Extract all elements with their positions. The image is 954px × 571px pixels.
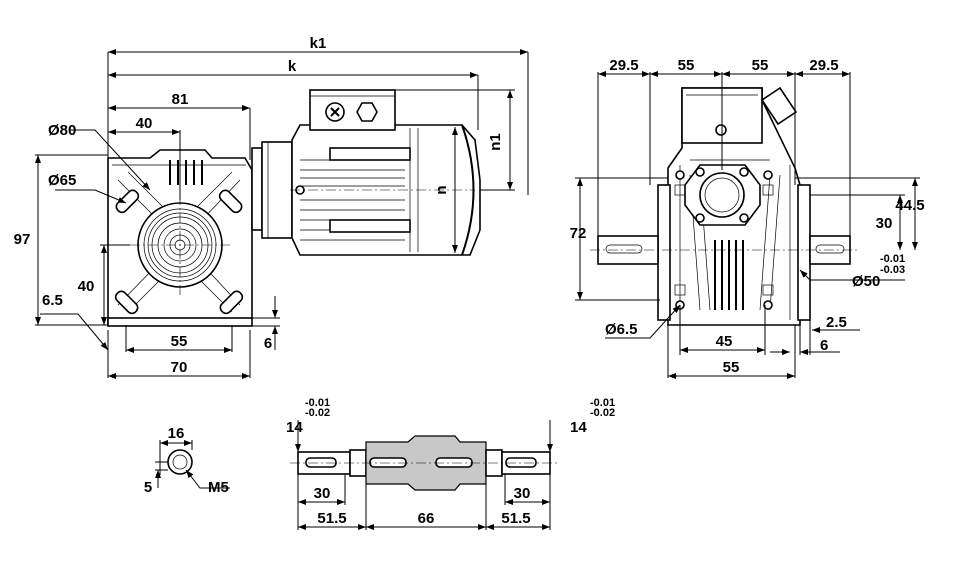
dim-6-front: 6	[820, 337, 828, 354]
dim-45: 45	[716, 333, 733, 350]
dim-k1: k1	[310, 35, 327, 52]
terminal-box	[309, 89, 396, 131]
dim-6: 6	[264, 335, 272, 352]
dim-2-5: 2.5	[826, 314, 847, 331]
dim-51-5-left: 51.5	[317, 510, 346, 527]
side-dimensions: k1 k 81 40 Ø80 Ø65 97 40	[14, 35, 529, 379]
dim-16: 16	[168, 425, 185, 442]
dim-29-5-left: 29.5	[609, 57, 638, 74]
dim-55-left: 55	[678, 57, 695, 74]
dim-51-5-right: 51.5	[501, 510, 530, 527]
motor-flange	[251, 141, 293, 239]
tol-right-lower: -0.02	[590, 407, 615, 419]
dim-44-5: 44.5	[895, 197, 924, 214]
dim-dia80: Ø80	[48, 122, 76, 139]
dim-k: k	[288, 58, 297, 75]
gearbox-housing	[107, 149, 253, 327]
output-shafts	[590, 235, 860, 265]
tapped-hole-detail: 16 5 M5	[144, 425, 230, 496]
output-bore	[130, 195, 230, 295]
tol-upper: -0.01	[880, 253, 905, 265]
dim-5: 5	[144, 479, 152, 496]
dim-66: 66	[418, 510, 435, 527]
dim-n1: n1	[487, 133, 504, 151]
dim-6-5: 6.5	[42, 292, 63, 309]
dim-14-right: 14	[570, 419, 587, 436]
dim-29-5-right: 29.5	[809, 57, 838, 74]
dim-55-right: 55	[752, 57, 769, 74]
dim-97: 97	[14, 231, 31, 248]
front-dimensions: 29.5 55 55 29.5 72 30 44.5 -0.01 -0.03 Ø…	[570, 57, 925, 379]
dim-40-top: 40	[136, 115, 153, 132]
dim-55: 55	[171, 333, 188, 350]
dim-72: 72	[570, 225, 587, 242]
front-view: 29.5 55 55 29.5 72 30 44.5 -0.01 -0.03 Ø…	[570, 57, 925, 379]
dim-n: n	[433, 185, 450, 194]
dim-30: 30	[876, 215, 893, 232]
dim-dia6-5: Ø6.5	[605, 321, 638, 338]
dim-dia65: Ø65	[48, 172, 76, 189]
tol-lower: -0.03	[880, 264, 905, 276]
motor-body	[290, 89, 481, 256]
dim-40-lower: 40	[78, 278, 95, 295]
dim-dia50: Ø50	[852, 273, 880, 290]
tol-left-upper: -0.01	[305, 397, 330, 409]
tol-left-lower: -0.02	[305, 407, 330, 419]
dim-30-left: 30	[314, 485, 331, 502]
dim-81: 81	[172, 91, 189, 108]
dim-70: 70	[171, 359, 188, 376]
dim-m5: M5	[208, 479, 229, 496]
tol-right-upper: -0.01	[590, 397, 615, 409]
dim-14-left: 14	[286, 419, 303, 436]
dim-55-bottom: 55	[723, 359, 740, 376]
side-view: k1 k 81 40 Ø80 Ø65 97 40	[14, 35, 529, 379]
dim-30-right: 30	[514, 485, 531, 502]
double-shaft: 14 -0.01 -0.02 14 -0.01 -0.02 30 30 51.5…	[286, 397, 615, 530]
input-flange	[684, 164, 761, 226]
